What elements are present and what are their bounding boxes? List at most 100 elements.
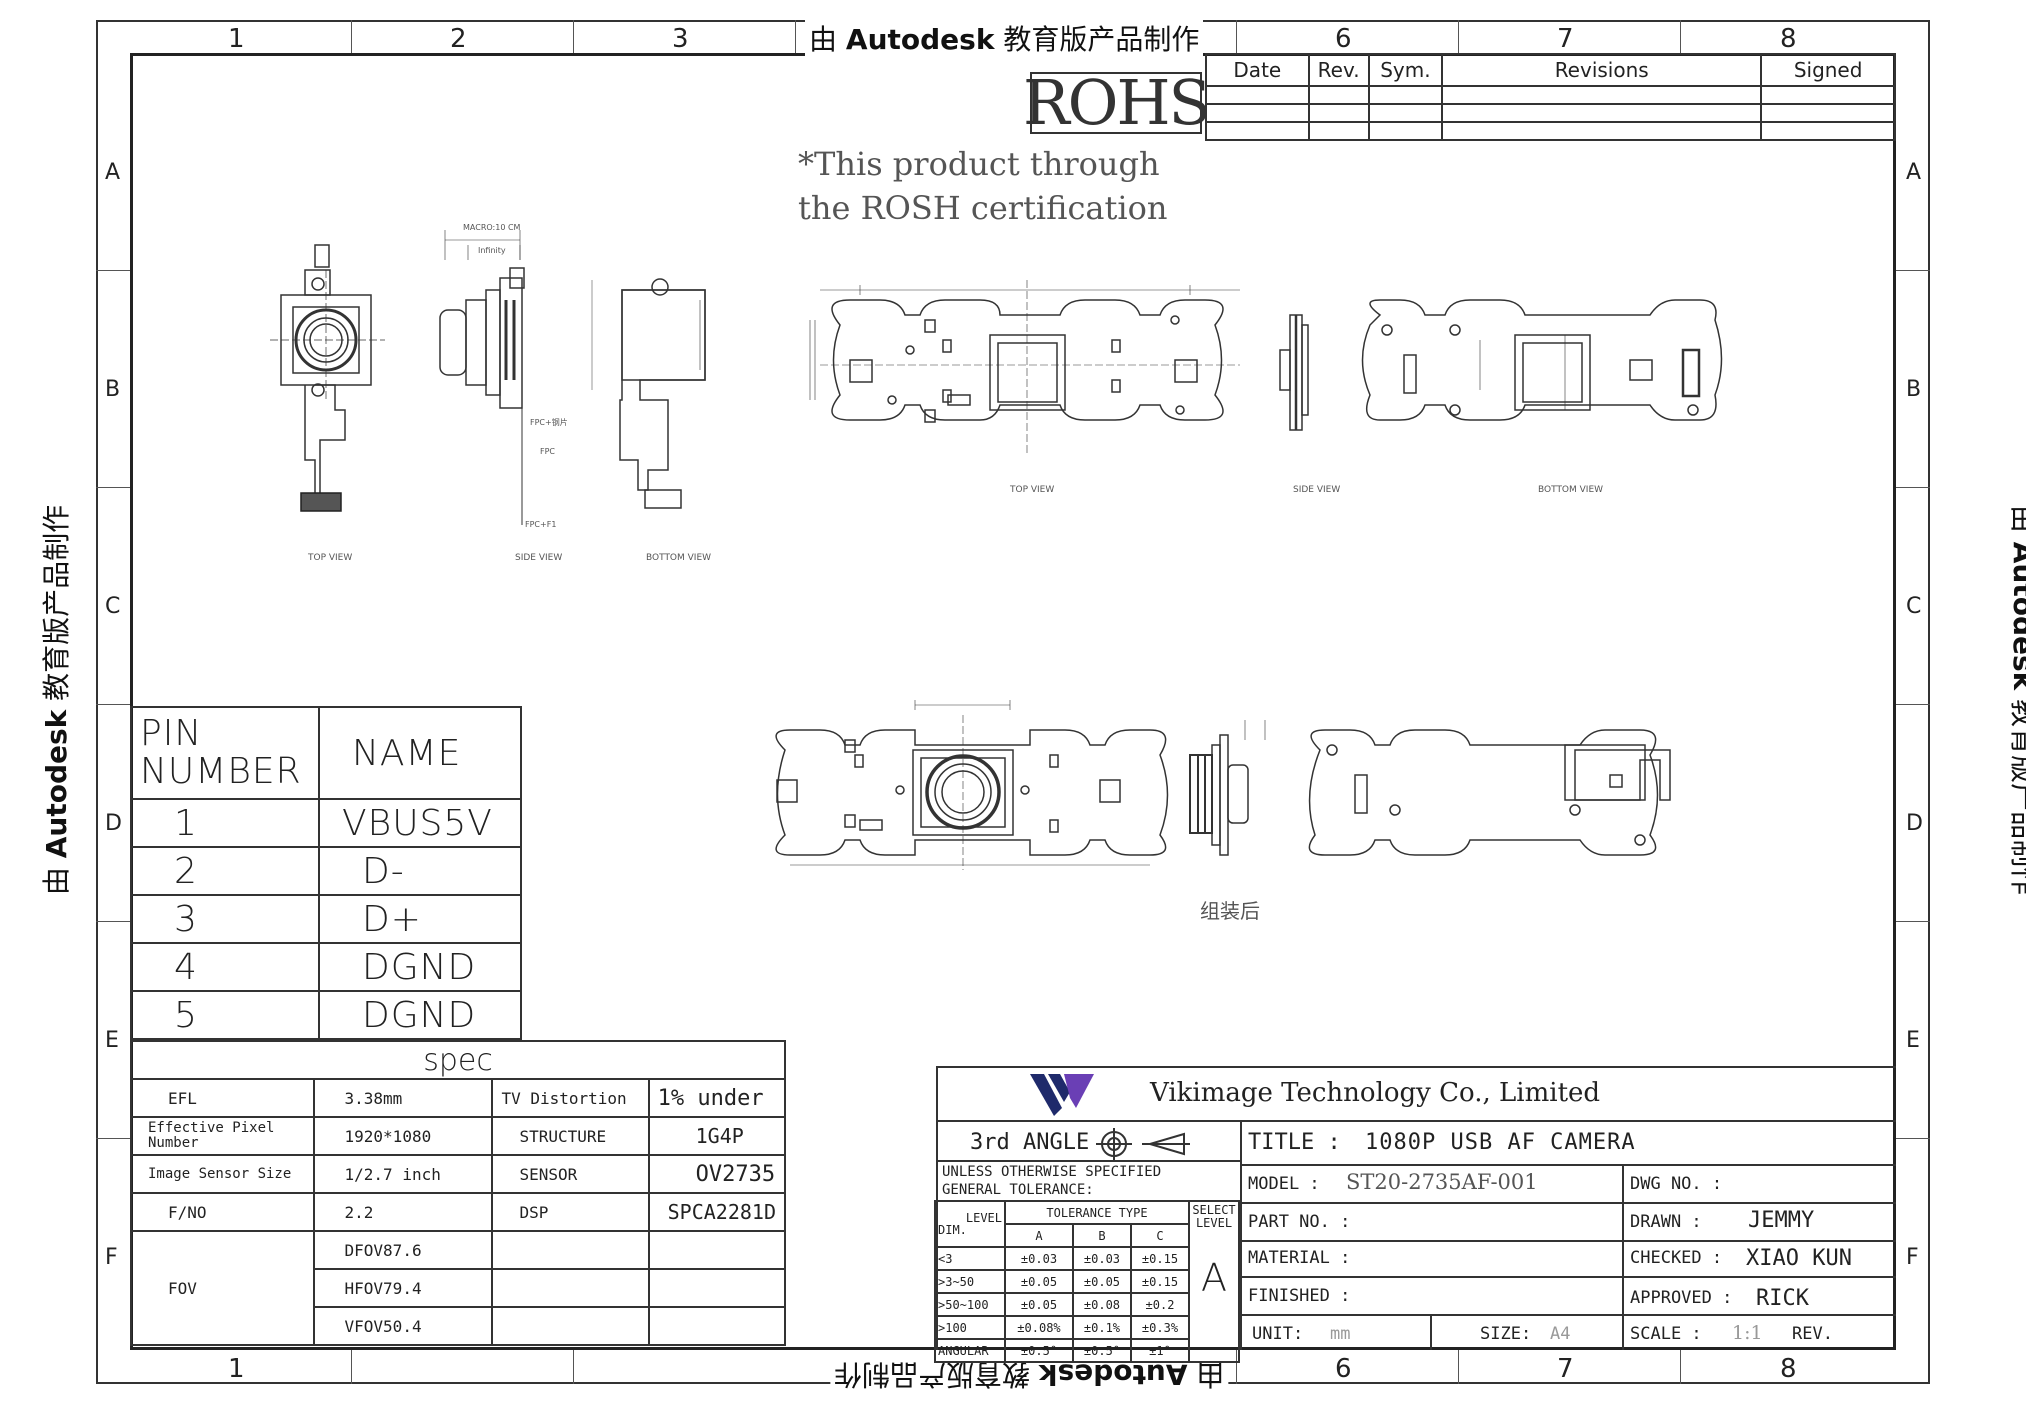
grid-row-b-right: B — [1906, 377, 1922, 402]
rohs-note-line2: the ROSH certification — [798, 189, 1168, 227]
spec-tv-value: 1% under — [647, 1078, 787, 1118]
finished-label: FINISHED : — [1248, 1286, 1351, 1306]
tol-cell: ±0.03 — [1071, 1246, 1132, 1271]
spec-hfov: HFOV79.4 — [312, 1268, 494, 1308]
camera-top-view — [270, 244, 385, 512]
caption-board-top-view: TOP VIEW — [1010, 485, 1055, 495]
spec-fno-value: 2.2 — [312, 1192, 494, 1232]
spec-efl-label: EFL — [130, 1078, 315, 1118]
tol-row-dim: ANGULAR — [934, 1338, 1006, 1363]
part-label: PART NO. : — [1248, 1212, 1351, 1232]
grid-row-e-left: E — [105, 1028, 119, 1053]
tol-cell: ±0.08% — [1004, 1315, 1074, 1340]
rev-header-revisions: Revisions — [1441, 53, 1763, 87]
tol-cell: ±0.15 — [1129, 1269, 1191, 1294]
pin-header-name: NAME — [318, 706, 522, 800]
rev-header-date: Date — [1205, 53, 1310, 87]
spec-dfov: DFOV87.6 — [312, 1230, 494, 1270]
grid-row-a-left: A — [105, 160, 121, 185]
tol-cell: ±0.05 — [1004, 1292, 1074, 1317]
board-bottom-view — [1361, 299, 1723, 421]
tol-row-dim: >50~100 — [934, 1292, 1006, 1317]
tol-row-dim: >3~50 — [934, 1269, 1006, 1294]
grid-row-f-right: F — [1906, 1245, 1919, 1270]
material-label: MATERIAL : — [1248, 1248, 1351, 1268]
assembled-top-view — [775, 700, 1169, 870]
pin-name-5: DGND — [318, 990, 522, 1040]
tol-cell: ±0.15 — [1129, 1246, 1191, 1271]
spec-sensor-label: SENSOR — [491, 1154, 650, 1194]
company-name: Vikimage Technology Co., Limited — [1150, 1078, 1601, 1108]
tolerance-line2: GENERAL TOLERANCE: — [942, 1182, 1094, 1198]
tol-cell: ±0.05 — [1004, 1269, 1074, 1294]
scale-value: 1:1 — [1732, 1322, 1763, 1344]
pin-name-4: DGND — [318, 942, 522, 992]
spec-tv-label: TV Distortion — [491, 1078, 650, 1118]
tol-cell: ±0.5° — [1004, 1338, 1074, 1363]
model-label: MODEL : — [1248, 1174, 1320, 1194]
dwg-label: DWG NO. : — [1630, 1174, 1723, 1194]
rohs-note: *This product through the ROSH certifica… — [798, 142, 1167, 230]
grid-col-3: 3 — [672, 24, 689, 54]
dim-fpc3: FPC+F1 — [525, 520, 557, 529]
caption-camera-side-view: SIDE VIEW — [515, 553, 563, 563]
tolerance-line1: UNLESS OTHERWISE SPECIFIED — [942, 1164, 1162, 1180]
rohs-badge: ROHS — [1023, 72, 1211, 134]
caption-camera-top-view: TOP VIEW — [308, 553, 353, 563]
checked-label: CHECKED : — [1630, 1248, 1723, 1268]
spec-title: spec — [130, 1040, 786, 1080]
spec-sensor-size-value: 1/2.7 inch — [312, 1154, 494, 1194]
dim-infinity: Infinity — [478, 246, 506, 255]
grid-row-c-left: C — [105, 594, 121, 619]
grid-col-6: 6 — [1335, 24, 1352, 54]
pin-number-3: 3 — [130, 894, 320, 944]
tol-row-dim: <3 — [934, 1246, 1006, 1271]
spec-dsp-label: DSP — [491, 1192, 650, 1232]
tol-cell: ±0.1% — [1071, 1315, 1132, 1340]
watermark-top: 由 Autodesk 教育版产品制作 — [805, 18, 1204, 58]
pin-name-1: VBUS5V — [318, 798, 522, 848]
rev-header-rev: Rev. — [1307, 53, 1370, 87]
spec-sensor-value: OV2735 — [647, 1154, 787, 1194]
checked-value: XIAO KUN — [1746, 1246, 1852, 1271]
tol-col-b: B — [1071, 1223, 1132, 1248]
grid-row-f-left: F — [105, 1245, 118, 1270]
assembled-label: 组装后 — [1200, 899, 1260, 923]
revision-block: Date Rev. Sym. Revisions Signed — [1205, 53, 1896, 141]
dim-macro: MACRO:10 CM — [463, 223, 521, 232]
drawn-value: JEMMY — [1748, 1208, 1815, 1233]
approved-value: RICK — [1756, 1286, 1809, 1311]
rev-header-sym: Sym. — [1367, 53, 1444, 87]
camera-bottom-view — [591, 278, 706, 509]
grid-col-1-bottom: 1 — [228, 1354, 245, 1384]
spec-structure-value: 1G4P — [647, 1116, 787, 1156]
spec-sensor-size-label: Image Sensor Size — [130, 1154, 315, 1194]
tol-cell: ±0.5° — [1071, 1338, 1132, 1363]
drawn-label: DRAWN : — [1630, 1212, 1702, 1232]
size-value: A4 — [1550, 1324, 1571, 1344]
tol-row-dim: >100 — [934, 1315, 1006, 1340]
spec-pixel-label: Effective Pixel Number — [130, 1116, 315, 1156]
caption-board-bottom-view: BOTTOM VIEW — [1538, 485, 1604, 495]
rohs-label: ROHS — [1022, 66, 1211, 139]
approved-label: APPROVED : — [1630, 1288, 1733, 1308]
unit-label: UNIT: — [1252, 1324, 1304, 1344]
rev-label: REV. — [1792, 1324, 1833, 1344]
grid-col-8: 8 — [1780, 24, 1797, 54]
pin-number-2: 2 — [130, 846, 320, 896]
pin-header-number: PIN NUMBER — [130, 706, 320, 800]
unit-value: mm — [1330, 1324, 1351, 1344]
grid-row-e-right: E — [1906, 1028, 1920, 1053]
spec-dsp-value: SPCA2281D — [647, 1192, 787, 1232]
spec-fno-label: F/NO — [130, 1192, 315, 1232]
angle-label: 3rd ANGLE — [970, 1130, 1090, 1155]
grid-col-2: 2 — [450, 24, 467, 54]
assembled-side-view — [1189, 720, 1266, 856]
grid-row-c-right: C — [1906, 594, 1922, 619]
tol-cell: ±1° — [1129, 1338, 1191, 1363]
spec-efl-value: 3.38mm — [312, 1078, 494, 1118]
